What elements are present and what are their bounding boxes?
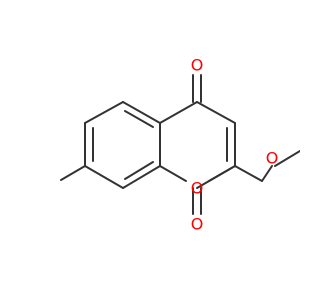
bond-c6-c5 bbox=[84, 165, 124, 189]
bond-c-ester-o-single bbox=[234, 165, 263, 182]
bond-c2-c-ester bbox=[196, 165, 236, 189]
bond-o1-c8a bbox=[159, 165, 187, 182]
bond-c7-c6-inner bbox=[124, 161, 154, 180]
bond-c4a-c4 bbox=[159, 101, 198, 124]
bond-ethyl-c1 bbox=[274, 150, 300, 167]
bond-o-ethyl bbox=[261, 165, 273, 182]
bond-c4a-c8a bbox=[122, 101, 161, 124]
bond-c4-c3 bbox=[196, 101, 236, 124]
atom-o-ester: O bbox=[266, 149, 279, 168]
atom-o-keto: O bbox=[191, 56, 204, 75]
bond-c5-c4a bbox=[84, 101, 124, 124]
bond-c7-c6 bbox=[122, 165, 161, 189]
atom-o-ring: O bbox=[191, 179, 204, 198]
bond-methyl bbox=[60, 165, 86, 181]
atom-o-ester-carbonyl: O bbox=[191, 215, 204, 234]
molecule-structure: O O O O bbox=[60, 56, 300, 234]
bond-c4a-c8a-inner bbox=[124, 110, 154, 128]
